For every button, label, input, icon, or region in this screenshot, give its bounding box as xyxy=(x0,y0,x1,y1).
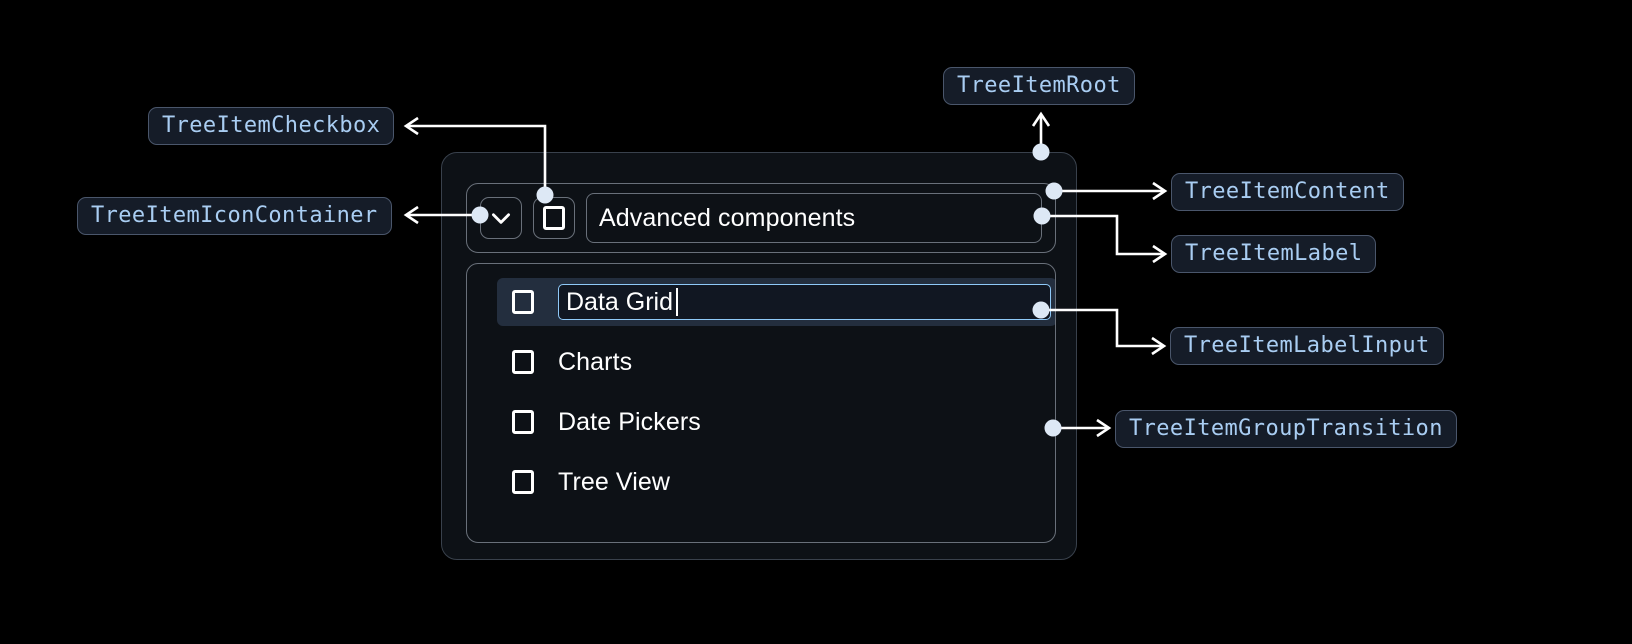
tree-item-group-transition: Data Grid Charts Date Pickers Tree View xyxy=(466,263,1056,543)
arrowhead-checkbox xyxy=(403,116,419,136)
arrowhead-label xyxy=(1152,244,1168,264)
tree-item-label-text: Advanced components xyxy=(599,203,856,232)
tree-item-label-input-value: Data Grid xyxy=(566,287,673,316)
tree-item-checkbox[interactable] xyxy=(512,290,534,314)
tree-item-icon-container[interactable] xyxy=(480,197,522,239)
checkbox-box-icon xyxy=(543,206,565,230)
arrowhead-label-input xyxy=(1151,336,1167,356)
arrowhead-content xyxy=(1152,181,1168,201)
tree-item-label: Date Pickers xyxy=(558,407,701,436)
annotation-chip-tree-item-content: TreeItemContent xyxy=(1171,173,1404,211)
tree-item-label-input[interactable]: Data Grid xyxy=(558,284,1051,320)
tree-item-checkbox[interactable] xyxy=(533,197,575,239)
annotation-chip-tree-item-label: TreeItemLabel xyxy=(1171,235,1377,273)
tree-item-label: Tree View xyxy=(558,467,671,496)
arrowhead-group-transition xyxy=(1096,418,1112,438)
tree-row-tree-view[interactable]: Tree View xyxy=(497,458,1055,506)
chevron-down-icon xyxy=(488,205,514,231)
annotation-chip-tree-item-group-transition: TreeItemGroupTransition xyxy=(1115,410,1457,448)
tree-item-content[interactable]: Advanced components xyxy=(466,183,1056,253)
arrowhead-icon-container xyxy=(403,205,419,225)
tree-row-data-grid[interactable]: Data Grid xyxy=(497,278,1055,326)
tree-item-label[interactable]: Advanced components xyxy=(586,193,1042,243)
tree-item-root[interactable]: Advanced components Data Grid Charts Dat… xyxy=(441,152,1077,560)
tree-row-date-pickers[interactable]: Date Pickers xyxy=(497,398,1055,446)
tree-item-label: Charts xyxy=(558,347,633,376)
text-cursor xyxy=(675,288,678,316)
tree-row-charts[interactable]: Charts xyxy=(497,338,1055,386)
tree-item-checkbox[interactable] xyxy=(512,410,534,434)
tree-item-checkbox[interactable] xyxy=(512,350,534,374)
annotation-chip-tree-item-root: TreeItemRoot xyxy=(943,67,1135,105)
annotation-chip-tree-item-checkbox: TreeItemCheckbox xyxy=(148,107,395,145)
annotation-chip-tree-item-label-input: TreeItemLabelInput xyxy=(1170,327,1444,365)
arrowhead-root xyxy=(1031,111,1051,127)
annotation-chip-tree-item-icon-container: TreeItemIconContainer xyxy=(77,197,392,235)
tree-item-checkbox[interactable] xyxy=(512,470,534,494)
